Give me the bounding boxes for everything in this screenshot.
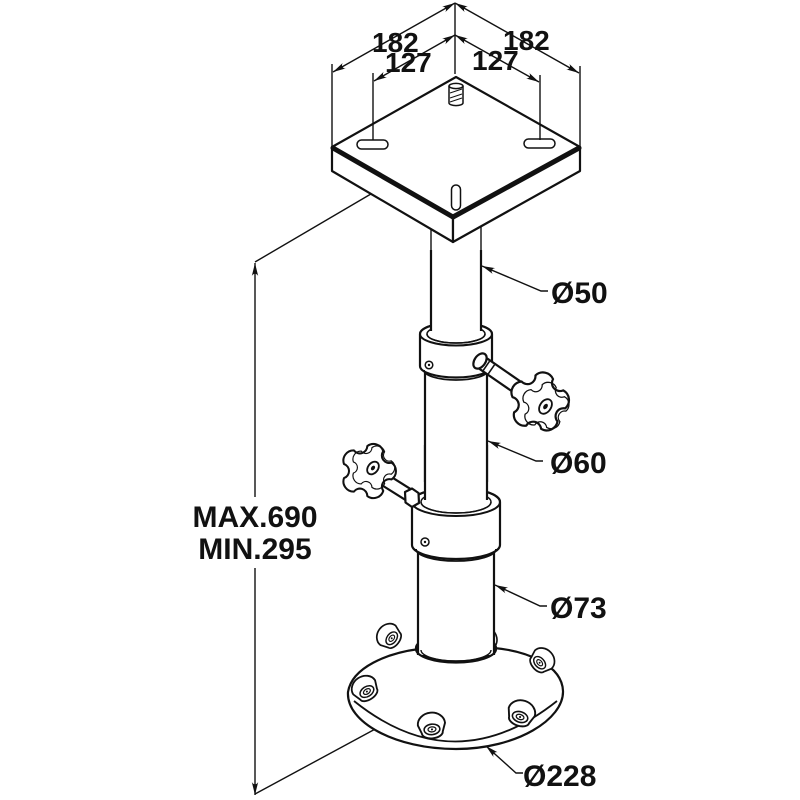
dim-diameter-73: Ø73 (550, 592, 607, 625)
height-dimension (251, 190, 380, 795)
clamp-collar-lower (333, 435, 502, 562)
dim-182-left: 182 (372, 27, 419, 58)
plate-dimensions (331, 2, 581, 146)
clamp-collar-upper (418, 250, 575, 435)
dim-127-right: 127 (472, 45, 519, 76)
dim-127-left: 127 (385, 47, 432, 78)
dim-182-right: 182 (503, 25, 550, 56)
extension-line-top (254, 190, 377, 263)
diameter-leaders (481, 265, 548, 774)
dim-diameter-60: Ø60 (550, 447, 607, 480)
shaft-hex-nut (403, 487, 421, 509)
dimension-labels: 182 182 127 127 MAX.690 MIN.295 Ø50 Ø60 … (192, 25, 607, 793)
plate-slot-front (450, 184, 462, 211)
dim-height-min: MIN.295 (198, 533, 311, 566)
mounting-plate (330, 75, 582, 244)
lower-tube (418, 548, 494, 655)
dim-diameter-50: Ø50 (551, 277, 608, 310)
dim-diameter-228: Ø228 (523, 760, 596, 793)
clamp-knob-upper (472, 352, 575, 435)
clamp-knob-lower (333, 435, 421, 509)
extension-line-bottom (254, 726, 380, 795)
dim-height-max: MAX.690 (192, 501, 317, 534)
plate-stud (448, 82, 464, 107)
plate-slot-right (523, 138, 556, 149)
plate-slot-left (356, 139, 389, 150)
base-screw-pocket (371, 618, 407, 654)
